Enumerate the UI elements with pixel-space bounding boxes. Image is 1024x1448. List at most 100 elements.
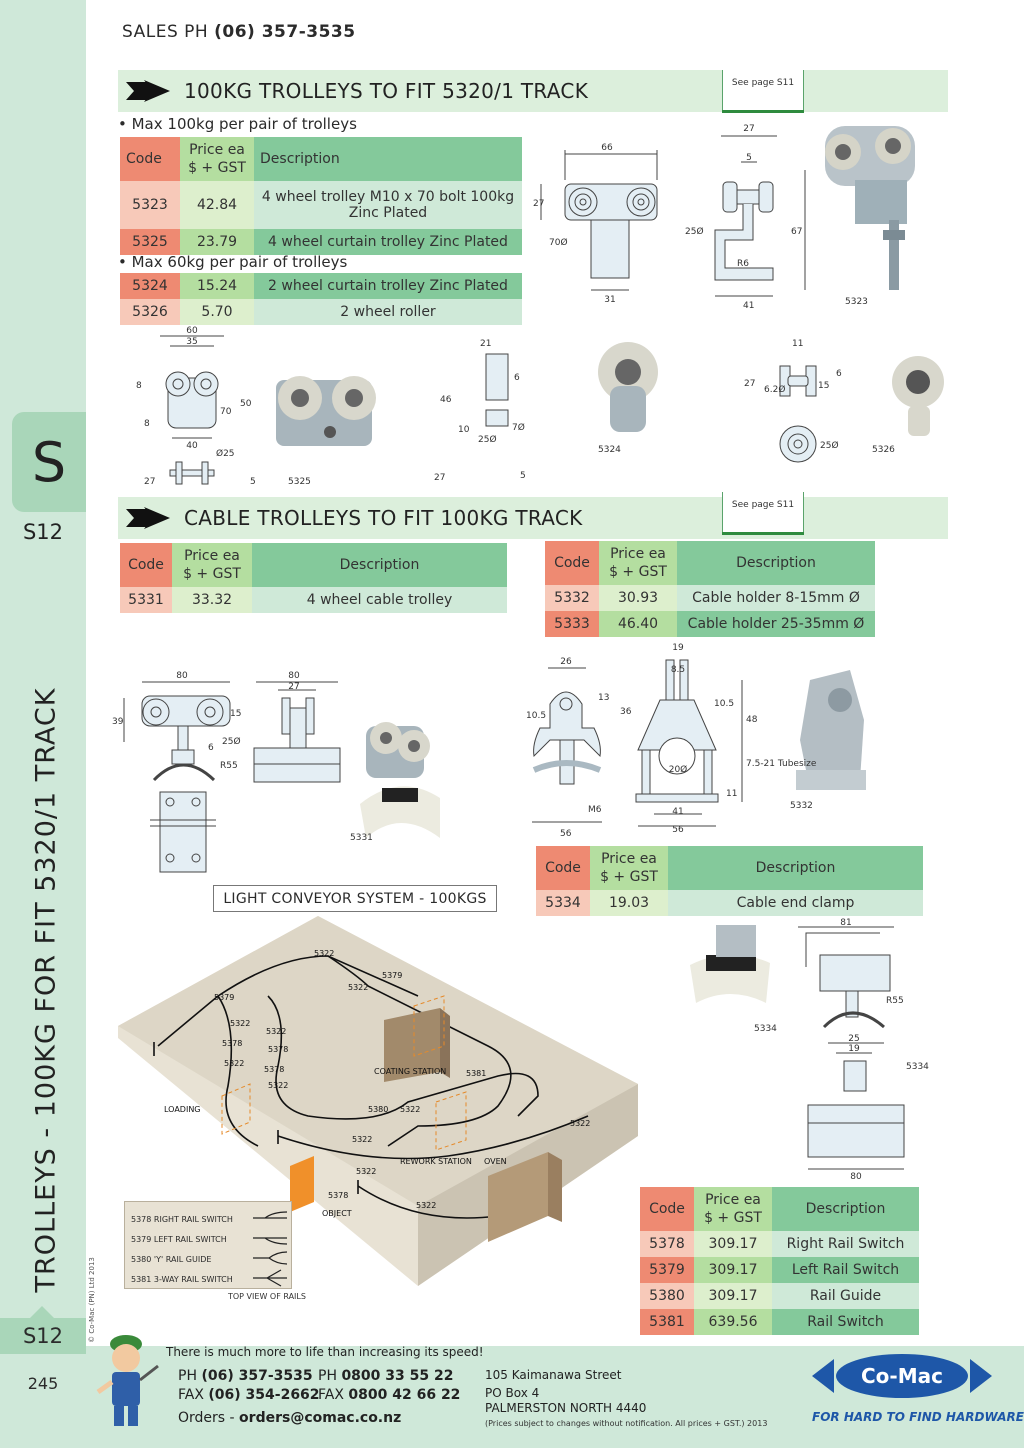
station-label: OVEN [484,1157,507,1166]
see-page-link-1[interactable]: See page S11 [722,70,804,113]
dim-label: 8.5 [671,665,685,675]
rail-label: 5322 [416,1201,436,1210]
phone-label: PH [318,1368,337,1384]
header-code: Code [536,846,590,890]
dim-label: 5 [746,153,752,163]
dim-label: 80 [176,671,188,681]
legend-caption: TOP VIEW OF RAILS [228,1292,306,1301]
dim-label: 7Ø [512,422,525,433]
table-row: 5332 30.93 Cable holder 8-15mm Ø [545,585,875,611]
cell-price: 19.03 [590,890,668,916]
price-table-switches: Code Price ea $ + GST Description 5378 3… [640,1187,919,1335]
rail-label: 5322 [400,1105,420,1114]
dim-label: 80 [850,1172,862,1182]
cell-price: 42.84 [180,181,254,229]
dim-label: Ø25 [216,448,235,459]
cell-description: Cable end clamp [668,890,923,916]
cell-code: 5379 [640,1257,694,1283]
legend-item: 5378 RIGHT RAIL SWITCH [131,1215,233,1224]
section-title-100kg: 100KG TROLLEYS TO FIT 5320/1 TRACK [184,79,589,103]
dim-label: 11 [792,339,803,349]
dim-label: 13 [598,693,609,703]
cell-code: 5332 [545,585,599,611]
price-table-60kg: 5324 15.24 2 wheel curtain trolley Zinc … [120,273,522,325]
dim-label: 10 [458,425,470,435]
dim-label: 70Ø [549,237,568,248]
cell-price: 639.56 [694,1309,772,1335]
fax-number: (06) 354-2662 [208,1387,320,1403]
header-description: Description [772,1187,919,1231]
dim-label: 15 [230,709,241,719]
left-sidebar [0,0,86,1448]
cell-code: 5324 [120,273,180,299]
rail-label: 5322 [352,1135,372,1144]
phone-number: 0800 33 55 22 [341,1368,454,1384]
dim-label: 6 [208,743,214,753]
cell-price: 33.32 [172,587,252,613]
phone-number: (06) 357-3535 [201,1368,313,1384]
product-caption-5331: 5331 [350,833,373,843]
vertical-page-title: TROLLEYS - 100KG FOR FIT 5320/1 TRACK [30,687,62,1293]
dim-label: 27 [744,379,755,389]
dim-label: 70 [220,407,232,417]
arrow-icon [126,80,170,102]
header-description: Description [668,846,923,890]
rail-label: 5378 [328,1191,348,1200]
cell-code: 5333 [545,611,599,637]
cell-description: 4 wheel trolley M10 x 70 bolt 100kg Zinc… [254,181,522,229]
dim-label: 15 [818,381,829,391]
table-header-row: Code Price ea $ + GST Description [120,543,507,587]
logo-text: Co-Mac [861,1364,943,1388]
diagram-5332: 26 10.5 13 36 M6 56 19 8.5 10.5 48 20Ø 7… [526,643,866,839]
header-description: Description [252,543,507,587]
bottom-page-label: S12 [0,1306,86,1354]
cell-description: 2 wheel curtain trolley Zinc Plated [254,273,522,299]
product-caption-5334: 5334 [906,1062,929,1072]
header-code: Code [120,137,180,181]
table-row: 5323 42.84 4 wheel trolley M10 x 70 bolt… [120,181,522,229]
cell-description: Left Rail Switch [772,1257,919,1283]
diagram-5331: 80 39 15 6 25Ø R55 80 27 5331 [112,671,440,873]
product-caption-5326: 5326 [872,445,895,455]
price-table-5332: Code Price ea $ + GST Description 5332 3… [545,541,875,637]
phone-label: PH [178,1368,197,1384]
dim-label: 25Ø [222,736,241,747]
station-label: COATING STATION [374,1067,446,1076]
table-row: 5331 33.32 4 wheel cable trolley [120,587,507,613]
section-title-cable: CABLE TROLLEYS TO FIT 100KG TRACK [184,506,583,530]
dim-label: 19 [672,643,684,653]
diagram-row-5325-5326: 60 35 8 8 70 50 40 Ø25 27 5 5325 21 6 46… [136,326,944,487]
dim-label: 11 [726,789,737,799]
section-letter: S [31,430,67,494]
page-number: 245 [27,1374,59,1393]
dim-label: 25Ø [478,434,497,445]
table-row: 5380 309.17 Rail Guide [640,1283,919,1309]
dim-label: 25Ø [820,440,839,451]
mascot-illustration [96,1335,159,1426]
object-label: OBJECT [322,1209,352,1218]
footer-fax-1: FAX (06) 354-2662 [178,1387,320,1403]
header-price: Price ea $ + GST [694,1187,772,1231]
logo-tagline: FOR HARD TO FIND HARDWARE [812,1410,1024,1424]
table-row: 5378 309.17 Right Rail Switch [640,1231,919,1257]
see-page-link-2[interactable]: See page S11 [722,492,804,535]
address-line-2: PO Box 4 [485,1386,540,1400]
dim-label: 48 [746,715,758,725]
cell-code: 5381 [640,1309,694,1335]
footer-slogan: There is much more to life than increasi… [166,1345,484,1359]
section-header-cable: CABLE TROLLEYS TO FIT 100KG TRACK [118,497,948,539]
rail-label: 5322 [224,1059,244,1068]
table-row: 5334 19.03 Cable end clamp [536,890,923,916]
sales-label: SALES PH [122,22,209,42]
dim-label: 56 [560,829,572,839]
table-header-row: Code Price ea $ + GST Description [640,1187,919,1231]
legend-item: 5380 'Y' RAIL GUIDE [131,1255,212,1264]
dim-label: 27 [144,477,155,487]
cell-description: Rail Switch [772,1309,919,1335]
orders-email-link[interactable]: orders@comac.co.nz [239,1410,402,1426]
header-description: Description [254,137,522,181]
table-row: 5324 15.24 2 wheel curtain trolley Zinc … [120,273,522,299]
header-price: Price ea $ + GST [599,541,677,585]
section-tab: S [12,412,86,512]
dim-label: 46 [440,395,452,405]
